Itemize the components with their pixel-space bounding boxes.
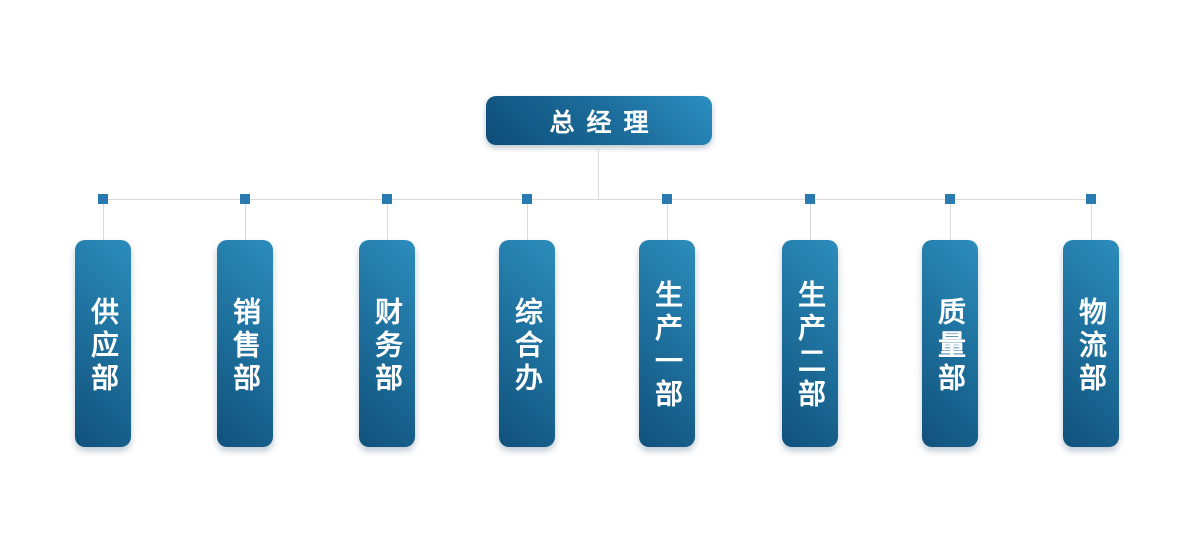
department-label: 质量部 (934, 296, 967, 396)
department-label: 综合办 (511, 296, 544, 396)
org-branch-sales: 销售部 (217, 194, 273, 447)
connector-horizontal (103, 199, 1091, 200)
connector-line-vertical (1091, 204, 1092, 240)
department-box-sales[interactable]: 销售部 (217, 240, 273, 447)
department-box-general-office[interactable]: 综合办 (499, 240, 555, 447)
department-label: 物流部 (1075, 296, 1108, 396)
connector-line-vertical (245, 204, 246, 240)
department-box-logistics[interactable]: 物流部 (1063, 240, 1119, 447)
department-label: 销售部 (229, 296, 262, 396)
connector-line-vertical (527, 204, 528, 240)
connector-line-vertical (103, 204, 104, 240)
connector-node-icon (98, 194, 108, 204)
connector-node-icon (240, 194, 250, 204)
department-box-production-1[interactable]: 生产一部 (639, 240, 695, 447)
connector-node-icon (382, 194, 392, 204)
root-box-general-manager[interactable]: 总经理 (486, 96, 712, 145)
department-box-quality[interactable]: 质量部 (922, 240, 978, 447)
connector-node-icon (945, 194, 955, 204)
department-box-finance[interactable]: 财务部 (359, 240, 415, 447)
root-label: 总经理 (549, 107, 661, 137)
connector-node-icon (1086, 194, 1096, 204)
org-branch-general-office: 综合办 (499, 194, 555, 447)
department-label: 生产二部 (794, 280, 827, 412)
connector-line-vertical (810, 204, 811, 240)
connector-node-icon (805, 194, 815, 204)
connector-node-icon (662, 194, 672, 204)
connector-node-icon (522, 194, 532, 204)
department-box-supply[interactable]: 供应部 (75, 240, 131, 447)
org-branch-finance: 财务部 (359, 194, 415, 447)
org-branch-supply: 供应部 (75, 194, 131, 447)
org-branch-production-2: 生产二部 (782, 194, 838, 447)
connector-line-vertical (950, 204, 951, 240)
department-label: 财务部 (371, 296, 404, 396)
org-branch-production-1: 生产一部 (639, 194, 695, 447)
connector-line-vertical (667, 204, 668, 240)
department-label: 生产一部 (651, 280, 684, 412)
org-branch-quality: 质量部 (922, 194, 978, 447)
department-box-production-2[interactable]: 生产二部 (782, 240, 838, 447)
root-connector-vertical (598, 145, 599, 199)
department-label: 供应部 (87, 296, 120, 396)
org-branch-logistics: 物流部 (1063, 194, 1119, 447)
connector-line-vertical (387, 204, 388, 240)
